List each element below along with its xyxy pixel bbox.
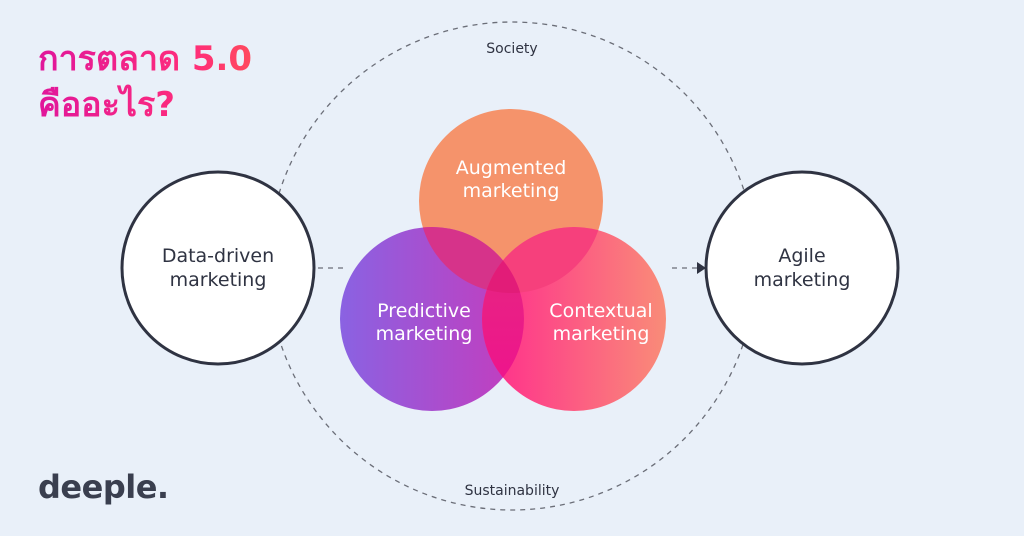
contextual-label-line-2: marketing bbox=[553, 323, 650, 345]
data-driven-label-line-1: Data-driven bbox=[162, 245, 274, 267]
augmented-label-line-1: Augmented bbox=[456, 157, 567, 179]
deeple-logo: deeple. bbox=[38, 468, 169, 506]
data-driven-circle bbox=[120, 170, 316, 366]
agile-label-line-2: marketing bbox=[754, 269, 851, 291]
predictive-label-line-2: marketing bbox=[376, 323, 473, 345]
society-label: Society bbox=[486, 41, 537, 57]
augmented-contextual-overlap bbox=[482, 227, 603, 293]
agile-circle bbox=[704, 170, 900, 366]
predictive-label-line-1: Predictive bbox=[377, 300, 471, 322]
sustainability-label: Sustainability bbox=[465, 483, 560, 499]
data-driven-label-line-2: marketing bbox=[170, 269, 267, 291]
agile-label-line-1: Agile bbox=[778, 245, 825, 267]
contextual-label-line-1: Contextual bbox=[549, 300, 652, 322]
augmented-predictive-overlap bbox=[419, 227, 524, 293]
arrow-right-icon bbox=[697, 262, 706, 274]
augmented-label-line-2: marketing bbox=[463, 180, 560, 202]
